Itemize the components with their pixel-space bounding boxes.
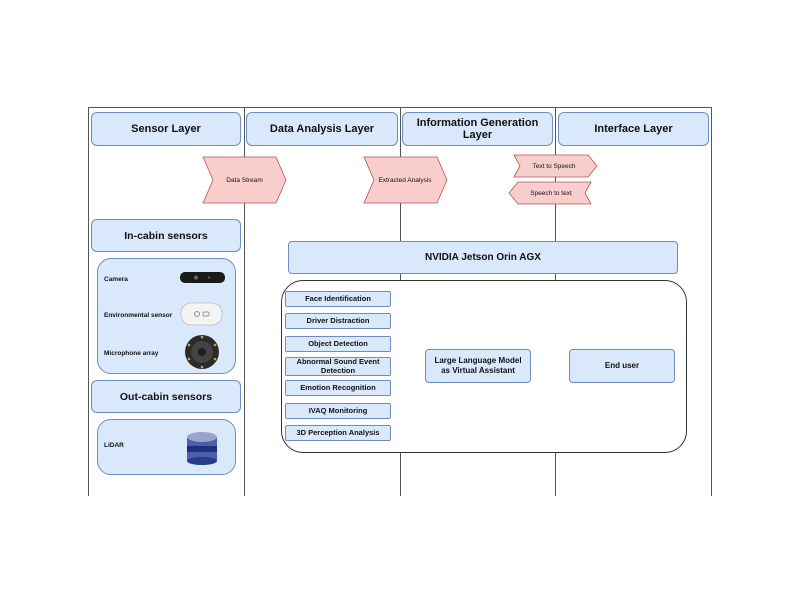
task-label: Driver Distraction <box>306 315 370 325</box>
llm-box: Large Language Model as Virtual Assistan… <box>425 349 531 383</box>
platform-box: NVIDIA Jetson Orin AGX <box>288 241 678 274</box>
end-user-box: End user <box>569 349 675 383</box>
lane-header-sensor: Sensor Layer <box>91 112 241 146</box>
lane-header-generation: Information Generation Layer <box>402 112 553 146</box>
lane-header-label: Interface Layer <box>594 123 673 135</box>
lane-header-interface: Interface Layer <box>558 112 709 146</box>
text-to-speech-arrow <box>513 154 598 178</box>
data-stream-arrow <box>202 156 287 204</box>
lane-header-label: Information Generation Layer <box>416 117 539 141</box>
task-label: 3D Perception Analysis <box>296 427 380 437</box>
group-title-label: In-cabin sensors <box>124 229 208 242</box>
data-stream-label: Data Stream <box>226 176 263 184</box>
lane-divider <box>711 107 712 496</box>
task-label: Abnormal Sound Event Detection <box>296 357 380 375</box>
group-title-label: Out-cabin sensors <box>119 390 213 403</box>
task-abnormal-sound-event-detection: Abnormal Sound Event Detection <box>285 357 391 376</box>
task-label: Emotion Recognition <box>300 382 376 392</box>
environmental-sensor-icon <box>180 302 223 326</box>
task-label: IVAQ Monitoring <box>308 405 368 415</box>
lane-header-label: Data Analysis Layer <box>269 123 375 135</box>
task-3d-perception-analysis: 3D Perception Analysis <box>285 425 391 441</box>
lidar-label: LiDAR <box>104 442 124 449</box>
task-ivaq-monitoring: IVAQ Monitoring <box>285 403 391 419</box>
lane-divider <box>244 107 245 496</box>
camera-label: Camera <box>104 276 128 283</box>
lane-header-label: Sensor Layer <box>131 123 201 135</box>
lane-top-border <box>88 107 712 108</box>
camera-icon <box>180 272 225 283</box>
speech-to-text-label: Speech to text <box>530 189 572 197</box>
task-label: Object Detection <box>308 338 368 348</box>
microphone-array-label: Microphone array <box>104 350 159 357</box>
lidar-icon <box>187 432 217 465</box>
speech-to-text-arrow <box>508 181 592 205</box>
lane-divider <box>88 107 89 496</box>
environmental-sensor-label: Environmental sensor <box>104 312 173 319</box>
platform-label: NVIDIA Jetson Orin AGX <box>425 252 541 263</box>
in-cabin-sensors-title: In-cabin sensors <box>91 219 241 252</box>
llm-label: Large Language Model as Virtual Assistan… <box>434 356 522 375</box>
out-cabin-sensors-title: Out-cabin sensors <box>91 380 241 413</box>
end-user-label: End user <box>604 361 640 371</box>
task-object-detection: Object Detection <box>285 336 391 352</box>
microphone-array-icon <box>185 335 219 369</box>
extracted-analysis-arrow <box>363 156 448 204</box>
task-label: Face Identification <box>305 293 371 303</box>
task-driver-distraction: Driver Distraction <box>285 313 391 329</box>
lane-header-analysis: Data Analysis Layer <box>246 112 398 146</box>
task-face-identification: Face Identification <box>285 291 391 307</box>
task-emotion-recognition: Emotion Recognition <box>285 380 391 396</box>
extracted-analysis-label: Extracted Analysis <box>378 176 432 184</box>
text-to-speech-label: Text to Speech <box>532 162 576 170</box>
